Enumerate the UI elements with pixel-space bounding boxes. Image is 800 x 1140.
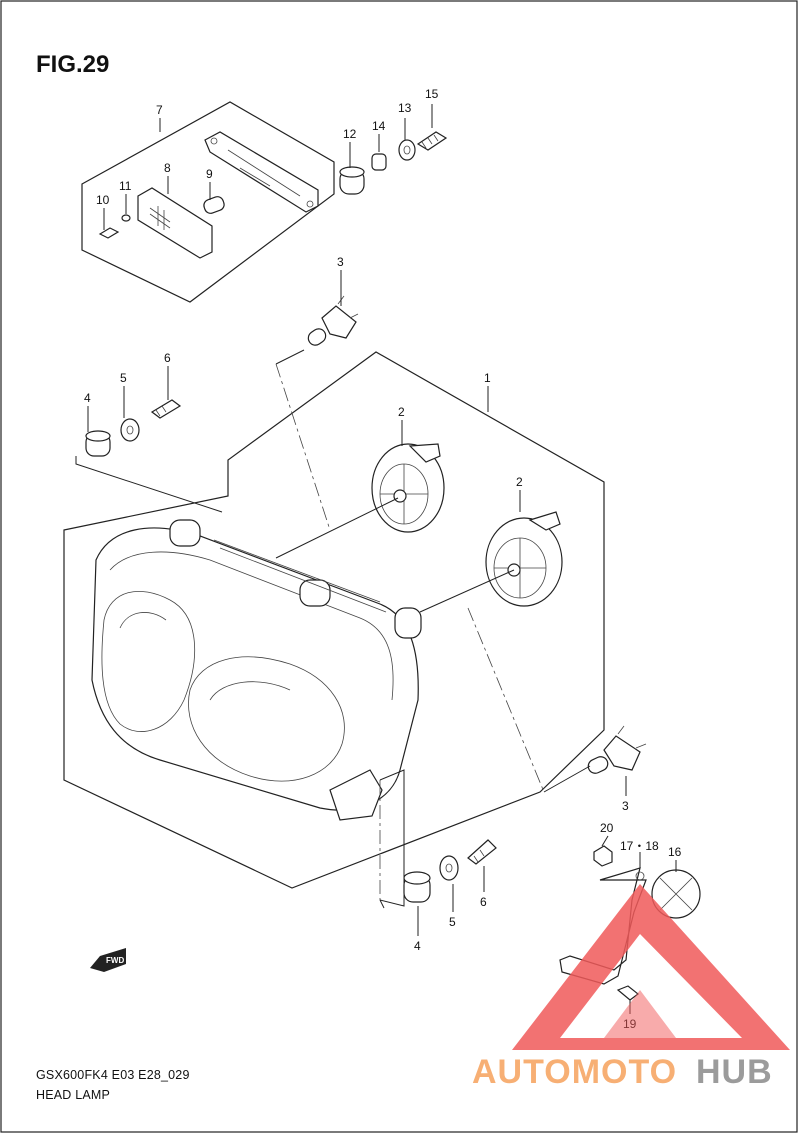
nut-20	[593, 845, 613, 867]
callout-8: 8	[164, 161, 171, 175]
headlamp-unit	[91, 519, 422, 821]
callout-4-left: 4	[84, 391, 91, 405]
headlamp-lens-left	[101, 591, 196, 732]
figure-title: FIG.29	[36, 51, 109, 78]
callout-2-upper: 2	[398, 405, 405, 419]
callout-6-bottom: 6	[480, 895, 487, 909]
callout-7: 7	[156, 103, 163, 117]
mount-hardware-bottom	[403, 839, 497, 903]
callout-20: 20	[600, 821, 614, 835]
callout-14: 14	[372, 119, 386, 133]
callout-1: 1	[484, 371, 491, 385]
figure-caption: HEAD LAMP	[36, 1088, 110, 1102]
leader-lines-dashdot	[275, 363, 545, 900]
callout-16: 16	[668, 845, 682, 859]
mount-hardware-left	[85, 399, 182, 457]
callout-9: 9	[206, 167, 213, 181]
callout-6-left: 6	[164, 351, 171, 365]
lamp-bracket	[204, 131, 319, 213]
callout-5-left: 5	[120, 371, 127, 385]
callout-10: 10	[96, 193, 110, 207]
collar-14	[371, 153, 387, 171]
position-lamp-group	[81, 101, 335, 303]
callout-2-lower: 2	[516, 475, 523, 489]
assembly-lines	[75, 349, 591, 909]
headlamp-bulb-upper	[307, 295, 359, 346]
position-bulb	[203, 196, 225, 214]
model-code: GSX600FK4 E03 E28_029	[36, 1068, 190, 1082]
watermark-text-automoto: AUTOMOTO	[472, 1053, 677, 1091]
callout-3-lower: 3	[622, 799, 629, 813]
bulb-socket-upper	[371, 443, 445, 533]
lens-screw	[98, 227, 120, 239]
watermark-text-hub: HUB	[696, 1053, 773, 1091]
callout-15: 15	[425, 87, 439, 101]
headlamp-lens-right	[188, 656, 345, 782]
washer-13	[398, 139, 416, 161]
bolt-15	[416, 131, 448, 151]
callout-11: 11	[119, 179, 132, 193]
subassembly-7-frame	[81, 101, 335, 303]
callout-17-18: 17・18	[620, 839, 659, 853]
fwd-label: FWD	[106, 956, 124, 965]
position-lamp-lens	[137, 187, 213, 259]
watermark-triangle	[512, 884, 790, 1050]
lens-washer	[121, 214, 131, 222]
callout-5-bottom: 5	[449, 915, 456, 929]
watermark-logo: AUTOMOTO HUB	[472, 884, 790, 1091]
callout-3-upper: 3	[337, 255, 344, 269]
callout-4-bottom: 4	[414, 939, 421, 953]
headlamp-assembly-frame	[63, 351, 605, 889]
headlamp-bulb-lower	[587, 725, 647, 774]
relay-bracket-group	[559, 845, 701, 1001]
mount-hardware-top	[339, 131, 448, 195]
callout-13: 13	[398, 101, 412, 115]
forward-direction-indicator: FWD	[90, 948, 126, 972]
callout-12: 12	[343, 127, 357, 141]
bulb-socket-lower	[485, 511, 563, 607]
